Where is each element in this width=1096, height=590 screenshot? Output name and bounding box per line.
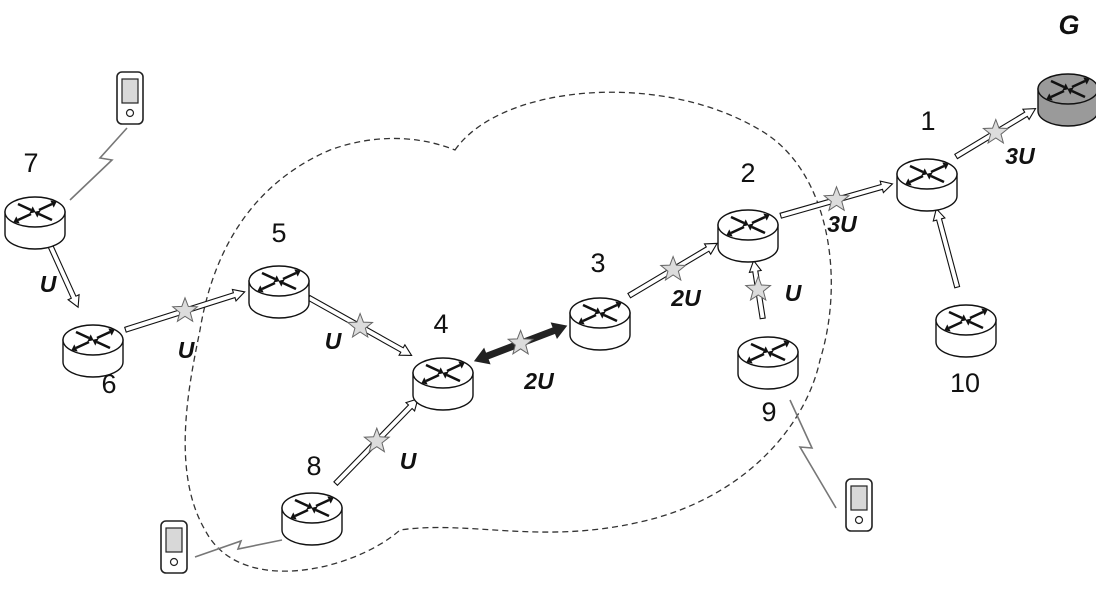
lightning-link-icon [789,399,837,509]
router-icon [62,324,124,378]
router-icon [737,336,799,390]
node-label-1: 1 [920,106,935,136]
star-icon [744,275,772,302]
node-label-9: 9 [761,397,776,427]
dashed-region-boundary [184,91,832,572]
star-icon [171,296,199,323]
load-label-7-6: U [40,271,58,297]
star-icon [506,328,535,356]
load-label-3-2: 2U [670,285,702,311]
routers-layer [4,73,1096,546]
lightning-link-icon [69,127,128,201]
router-icon [896,158,958,212]
star-icon [346,312,374,339]
load-label-5-4: U [325,328,343,354]
load-label-4-3: 2U [523,368,555,394]
load-label-1-G: 3U [1005,143,1036,169]
mobile-phone-icon [160,520,188,574]
load-label-8-4: U [400,448,418,474]
gateway-router-icon [1037,73,1096,127]
gateway-label: G [1058,10,1079,40]
load-label-6-5: U [178,337,196,363]
node-label-2: 2 [740,158,755,188]
wireless-links [69,127,837,558]
router-icon [935,304,997,358]
node-label-7: 7 [23,148,38,178]
node-label-6: 6 [101,369,116,399]
router-icon [281,492,343,546]
load-label-9-2: U [785,280,803,306]
node-labels: 1 2 3 4 5 6 7 8 9 10 G [23,10,1079,481]
node-label-3: 3 [590,248,605,278]
node-label-5: 5 [271,218,286,248]
star-icon [363,426,391,453]
star-icon [659,255,687,282]
router-icon [717,209,779,263]
node-label-4: 4 [433,309,448,339]
router-icon [569,297,631,351]
links-layer [46,108,1037,487]
star-icon [982,118,1010,145]
star-icon [822,185,851,212]
link-7-to-6 [46,241,80,309]
load-label-2-1: 3U [827,211,858,237]
load-labels: 3U 3U 2U 2U U U U U U [40,143,1036,474]
node-label-8: 8 [306,451,321,481]
router-icon [248,265,310,319]
lightning-link-icon [194,539,283,558]
link-10-to-1 [932,207,961,289]
router-icon [412,357,474,411]
mobile-phone-icon [116,71,144,125]
router-icon [4,196,66,250]
mobile-phone-icon [845,478,873,532]
node-label-10: 10 [950,368,980,398]
